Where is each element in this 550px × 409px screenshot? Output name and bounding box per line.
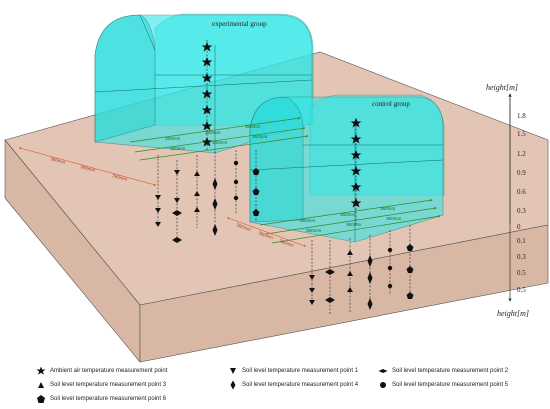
triangle-up-icon: [38, 382, 44, 388]
control-markers: [252, 118, 414, 310]
svg-text:0.1: 0.1: [517, 237, 526, 245]
control-spacing-labels: 360mm 360mm 360mm 360mm 360mm 360mm: [300, 206, 401, 233]
svg-text:360mm: 360mm: [258, 230, 274, 240]
svg-text:1.8: 1.8: [517, 112, 526, 120]
svg-text:0.3: 0.3: [517, 253, 526, 261]
svg-text:360mm: 360mm: [50, 156, 66, 165]
svg-text:0.6: 0.6: [517, 188, 526, 196]
legend-item-air: Ambient air temperature measurement poin…: [36, 366, 167, 376]
air-star: [201, 105, 213, 115]
svg-text:0: 0: [517, 223, 521, 231]
circle-icon: [380, 382, 386, 388]
svg-text:0.5: 0.5: [517, 269, 526, 277]
svg-text:360mm: 360mm: [346, 222, 361, 227]
star-icon: [36, 366, 46, 375]
svg-text:0.9: 0.9: [517, 169, 526, 177]
svg-text:360mm: 360mm: [380, 206, 395, 211]
height-axis-top-label: height[m]: [486, 83, 518, 92]
svg-text:360mm: 360mm: [80, 164, 96, 173]
air-star: [201, 121, 213, 131]
air-star: [201, 89, 213, 99]
height-axis-bottom-label: height[m]: [497, 309, 529, 318]
legend-item-soil-2: Soil level temperature measurement point…: [378, 366, 508, 376]
svg-text:360mm: 360mm: [165, 136, 180, 141]
svg-text:360mm: 360mm: [279, 238, 295, 248]
experimental-markers: [155, 42, 239, 243]
legend-item-soil-6: Soil level temperature measurement point…: [36, 394, 166, 404]
svg-text:360mm: 360mm: [300, 218, 315, 223]
svg-text:1.5: 1.5: [517, 130, 526, 138]
pentagon-icon: [37, 395, 45, 403]
height-axis: height[m] height[m] 1.8 1.5 1.2 0.9 0.6 …: [486, 83, 529, 318]
air-star: [201, 57, 213, 67]
experimental-depth-dimension: 360mm 360mm 360mm: [18, 147, 157, 186]
svg-text:0.5: 0.5: [517, 286, 526, 294]
svg-text:360mm: 360mm: [112, 173, 128, 182]
control-depth-dimension: 360mm 360mm 360mm: [226, 217, 307, 248]
soil-right-face: [139, 224, 549, 363]
diamond-wide-icon: [378, 369, 388, 373]
triangle-down-icon: [230, 368, 236, 374]
experimental-spacing-labels: 360mm 360mm 360mm 360mm 360mm 360mm: [165, 124, 267, 151]
diamond-tall-icon: [230, 380, 236, 390]
svg-text:360mm: 360mm: [386, 216, 401, 221]
air-star: [201, 137, 213, 147]
air-star: [201, 42, 213, 52]
legend-item-soil-3: Soil level temperature measurement point…: [36, 380, 166, 390]
svg-text:360mm: 360mm: [340, 212, 355, 217]
control-group-label: control group: [372, 100, 410, 108]
svg-text:360mm: 360mm: [212, 140, 227, 145]
svg-text:1.2: 1.2: [517, 150, 526, 158]
control-greenhouse-end-arch: [249, 96, 304, 223]
svg-text:0.3: 0.3: [517, 207, 526, 215]
legend-item-soil-4: Soil level temperature measurement point…: [228, 380, 358, 390]
legend-item-soil-1: Soil level temperature measurement point…: [228, 366, 358, 376]
svg-text:360mm: 360mm: [236, 222, 252, 232]
air-star: [201, 73, 213, 83]
svg-text:360mm: 360mm: [245, 124, 260, 129]
svg-text:360mm: 360mm: [252, 134, 267, 139]
svg-text:360mm: 360mm: [170, 146, 185, 151]
experimental-spacing-arrows: [129, 116, 309, 161]
svg-text:360mm: 360mm: [205, 130, 220, 135]
experimental-group-label: experimental group: [212, 20, 267, 28]
svg-text:360mm: 360mm: [306, 228, 321, 233]
legend-item-soil-5: Soil level temperature measurement point…: [378, 380, 508, 390]
legend: Ambient air temperature measurement poin…: [0, 362, 550, 409]
experimental-greenhouse-end-arch: [94, 14, 156, 143]
